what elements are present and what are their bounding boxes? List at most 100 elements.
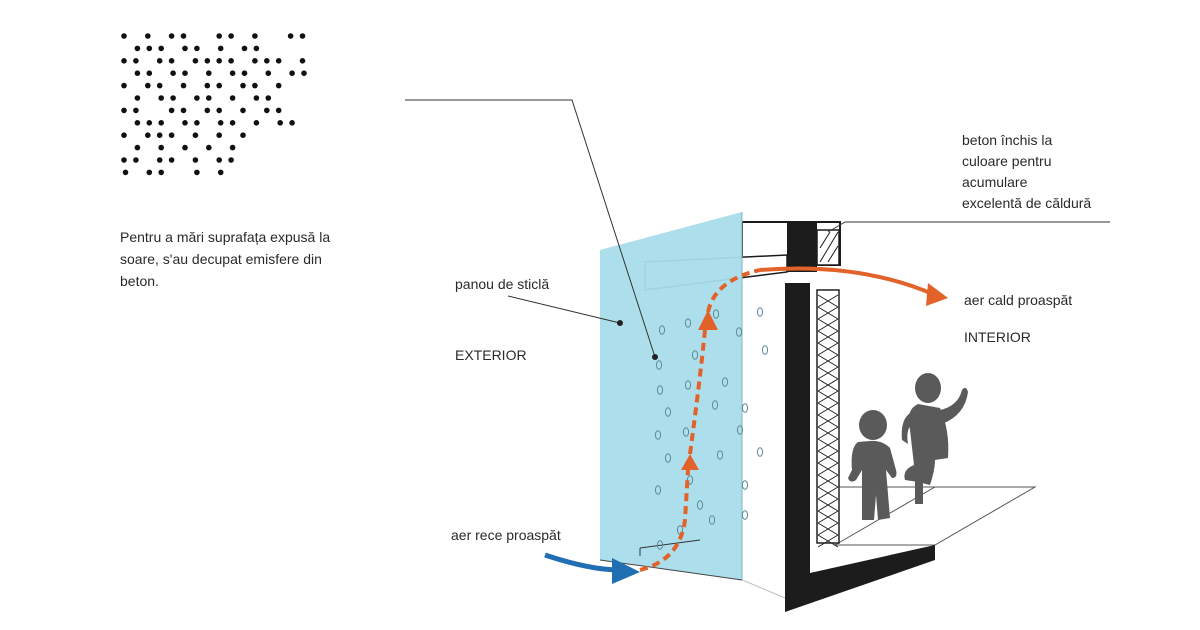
perforation-dot	[253, 45, 260, 52]
hemisphere	[664, 407, 672, 417]
leader-dots	[405, 99, 656, 358]
perforation-dot	[182, 70, 188, 76]
exterior-label: EXTERIOR	[455, 347, 527, 363]
perforation-dot	[240, 132, 246, 138]
perforation-dot	[158, 45, 164, 52]
perforation-dot	[145, 132, 151, 138]
description-line-3: beton.	[120, 273, 159, 289]
hemisphere	[756, 447, 764, 457]
perforation-dot	[170, 95, 176, 101]
perforation-dot	[121, 33, 127, 39]
perforation-dot	[156, 132, 163, 138]
hemisphere	[686, 475, 694, 485]
perforation-dot	[217, 120, 224, 126]
perforation-dot	[275, 58, 282, 64]
perforation-dot	[156, 157, 163, 163]
dark-concrete-label-4: excelentă de căldură	[962, 195, 1091, 211]
perforation-dot	[192, 132, 199, 138]
perforation-dot	[264, 58, 270, 64]
hemisphere	[716, 450, 724, 460]
cold-air-label: aer rece proaspăt	[451, 527, 561, 543]
perforation-dot	[216, 132, 222, 138]
hemisphere	[741, 510, 749, 520]
perforation-dot	[229, 120, 236, 126]
insulation-hatch	[817, 294, 839, 548]
perforation-dot	[121, 132, 127, 138]
perforation-dot	[182, 144, 188, 151]
perforation-dot	[228, 58, 234, 64]
concrete-hemispheres	[654, 307, 769, 550]
perforation-dot	[206, 70, 212, 76]
hemisphere	[696, 500, 704, 510]
perforation-dot	[134, 120, 141, 126]
perforation-dot	[158, 95, 164, 101]
perforation-dot	[121, 157, 127, 163]
perforation-dot	[194, 120, 200, 126]
perforation-dot	[146, 70, 153, 76]
child-figure	[848, 410, 897, 520]
perforation-dot	[289, 70, 295, 76]
perforation-dot	[253, 95, 260, 101]
dark-concrete-label-3: acumulare	[962, 174, 1028, 190]
perforation-dot	[252, 33, 258, 39]
perforation-dot	[206, 144, 212, 151]
perforation-dot	[192, 157, 199, 163]
hemisphere	[712, 309, 720, 319]
glass-panel-label: panou de sticlă	[455, 276, 549, 292]
perforation-dot	[216, 157, 222, 163]
perforation-dot	[133, 157, 139, 163]
perforation-dot	[287, 33, 294, 39]
perforation-dot	[204, 107, 211, 114]
perforation-dot	[277, 120, 284, 126]
hemisphere	[691, 350, 699, 360]
hemisphere	[664, 453, 672, 463]
perforation-dot	[275, 82, 282, 89]
leader-glass	[507, 295, 621, 324]
perforation-dot	[194, 95, 200, 101]
perforation-dot	[206, 95, 212, 101]
warm-air-path	[639, 469, 690, 572]
perforation-dot	[301, 70, 307, 76]
glass-panel	[600, 212, 742, 580]
perforation-dot	[168, 157, 175, 163]
top-beam-dark	[787, 222, 817, 272]
perforation-dot	[168, 58, 175, 64]
hemisphere	[656, 385, 664, 395]
perforation-dot	[299, 33, 306, 39]
hemisphere	[654, 430, 662, 440]
hemisphere	[735, 327, 743, 337]
perforation-dot	[241, 45, 248, 52]
perforation-dot	[229, 70, 236, 76]
perforation-dot	[146, 45, 153, 52]
perforation-dot	[145, 82, 151, 89]
perforation-dot	[122, 169, 129, 176]
perforation-dot	[216, 82, 222, 89]
hemisphere	[684, 380, 692, 390]
perforation-dot	[134, 70, 141, 76]
perforation-dot	[252, 58, 258, 64]
perforation-dot	[182, 120, 188, 126]
perforation-dot	[145, 33, 151, 39]
perforation-dot	[146, 169, 153, 176]
perforation-dot	[229, 144, 236, 151]
perforation-dot	[133, 58, 139, 64]
hemisphere	[654, 485, 662, 495]
perforation-dot	[265, 95, 272, 101]
perforation-dot	[158, 144, 164, 151]
perforation-dot	[194, 169, 200, 176]
hemisphere	[708, 515, 716, 525]
perforation-dot	[134, 144, 141, 151]
perforation-dot	[217, 169, 224, 176]
perforation-dot	[216, 58, 222, 64]
perforation-dot	[146, 120, 153, 126]
perforation-dot	[217, 45, 224, 52]
perforation-dot	[264, 107, 270, 114]
warm-air-outflow-arrow	[759, 266, 936, 297]
hemisphere	[684, 318, 692, 328]
perforation-dot	[158, 169, 164, 176]
perforation-dot	[156, 58, 163, 64]
perforation-dot	[158, 120, 164, 126]
perforation-dot	[241, 70, 248, 76]
